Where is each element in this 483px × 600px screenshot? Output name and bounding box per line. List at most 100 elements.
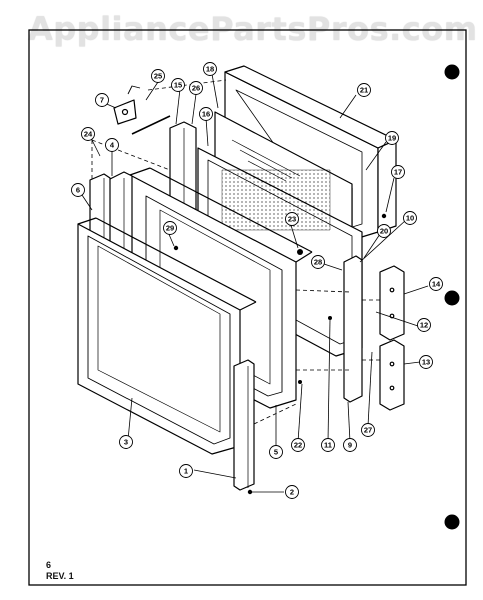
callout-number: 29 bbox=[166, 224, 174, 233]
callout-number: 21 bbox=[360, 86, 368, 95]
callout-number: 19 bbox=[388, 134, 396, 143]
callout-bubble bbox=[311, 255, 325, 269]
callout-9: 9 bbox=[343, 438, 357, 452]
callout-number: 2 bbox=[290, 488, 294, 497]
callout-number: 3 bbox=[124, 438, 128, 447]
callout-number: 17 bbox=[394, 168, 402, 177]
callout-bubble bbox=[377, 224, 391, 238]
part-13-hinge-strip bbox=[379, 339, 405, 411]
callout-number: 15 bbox=[174, 81, 182, 90]
callout-bubble bbox=[179, 464, 193, 478]
callout-bubble bbox=[357, 83, 371, 97]
callout-number: 7 bbox=[100, 96, 104, 105]
callout-bubble bbox=[291, 438, 305, 452]
callout-number: 12 bbox=[420, 321, 428, 330]
callout-number: 1 bbox=[184, 467, 188, 476]
callout-number: 22 bbox=[294, 441, 302, 450]
callout-bubble bbox=[81, 127, 95, 141]
part-10-latch-strip bbox=[343, 255, 363, 403]
callout-19: 19 bbox=[385, 131, 399, 145]
callout-5: 5 bbox=[269, 445, 283, 459]
callout-number: 18 bbox=[206, 65, 214, 74]
callout-25: 25 bbox=[151, 69, 165, 83]
callout-bubble bbox=[429, 277, 443, 291]
page-number: 6 bbox=[46, 560, 52, 570]
callout-bubble bbox=[343, 438, 357, 452]
callout-bubble bbox=[199, 107, 213, 121]
callout-number: 10 bbox=[406, 214, 414, 223]
callout-bubble bbox=[417, 318, 431, 332]
callout-bubble bbox=[189, 81, 203, 95]
callout-13: 13 bbox=[419, 355, 433, 369]
part-1-bottom-channel bbox=[233, 359, 255, 491]
callout-bubble bbox=[285, 485, 299, 499]
callout-1: 1 bbox=[179, 464, 193, 478]
callout-number: 24 bbox=[84, 130, 93, 139]
callout-7: 7 bbox=[95, 93, 109, 107]
callout-2: 2 bbox=[285, 485, 299, 499]
callout-26: 26 bbox=[189, 81, 203, 95]
callout-number: 4 bbox=[110, 141, 115, 150]
callout-number: 13 bbox=[422, 358, 430, 367]
hardware-screws bbox=[173, 213, 387, 495]
revision-label: REV. 1 bbox=[46, 571, 74, 581]
callout-14: 14 bbox=[429, 277, 443, 291]
callout-bubble bbox=[419, 355, 433, 369]
callout-bubble bbox=[119, 435, 133, 449]
callout-11: 11 bbox=[321, 438, 335, 452]
callout-21: 21 bbox=[357, 83, 371, 97]
callout-number: 27 bbox=[364, 426, 372, 435]
callout-bubble bbox=[385, 131, 399, 145]
callout-bubble bbox=[105, 138, 119, 152]
callout-number: 28 bbox=[314, 258, 322, 267]
callout-number: 5 bbox=[274, 448, 278, 457]
callout-bubble bbox=[321, 438, 335, 452]
callout-number: 9 bbox=[348, 441, 352, 450]
binder-hole-bottom bbox=[444, 514, 460, 530]
callout-15: 15 bbox=[171, 78, 185, 92]
callout-29: 29 bbox=[163, 221, 177, 235]
callout-28: 28 bbox=[311, 255, 325, 269]
sheet-border bbox=[28, 29, 467, 586]
callout-number: 23 bbox=[288, 215, 296, 224]
callout-bubble bbox=[71, 183, 85, 197]
callout-bubble bbox=[95, 93, 109, 107]
part-3-front-frame bbox=[77, 217, 257, 455]
callout-number: 25 bbox=[154, 72, 162, 81]
callout-4: 4 bbox=[105, 138, 119, 152]
callout-number: 14 bbox=[432, 280, 441, 289]
callout-bubble bbox=[361, 423, 375, 437]
watermark: AppliancePartsPros.com bbox=[28, 10, 478, 48]
part-14-hinge-strip bbox=[379, 265, 405, 341]
callout-23: 23 bbox=[285, 212, 299, 226]
callout-22: 22 bbox=[291, 438, 305, 452]
binder-hole-top bbox=[444, 64, 460, 80]
callout-bubble bbox=[203, 62, 217, 76]
callout-bubble bbox=[171, 78, 185, 92]
leader-lines bbox=[79, 73, 429, 493]
callout-10: 10 bbox=[403, 211, 417, 225]
callout-27: 27 bbox=[361, 423, 375, 437]
callout-number: 20 bbox=[380, 227, 388, 236]
callout-number: 6 bbox=[76, 186, 80, 195]
callout-16: 16 bbox=[199, 107, 213, 121]
callout-bubble bbox=[163, 221, 177, 235]
binder-hole-middle bbox=[444, 290, 460, 306]
callout-18: 18 bbox=[203, 62, 217, 76]
callout-bubble bbox=[285, 212, 299, 226]
callout-bubble bbox=[269, 445, 283, 459]
callout-number: 16 bbox=[202, 110, 210, 119]
callout-20: 20 bbox=[377, 224, 391, 238]
callout-6: 6 bbox=[71, 183, 85, 197]
callout-bubble bbox=[403, 211, 417, 225]
callout-17: 17 bbox=[391, 165, 405, 179]
callout-12: 12 bbox=[417, 318, 431, 332]
callout-number: 26 bbox=[192, 84, 200, 93]
callout-number: 11 bbox=[324, 441, 332, 450]
callout-24: 24 bbox=[81, 127, 95, 141]
part-7-hinge-bracket bbox=[113, 85, 171, 135]
callout-3: 3 bbox=[119, 435, 133, 449]
callout-bubble bbox=[391, 165, 405, 179]
